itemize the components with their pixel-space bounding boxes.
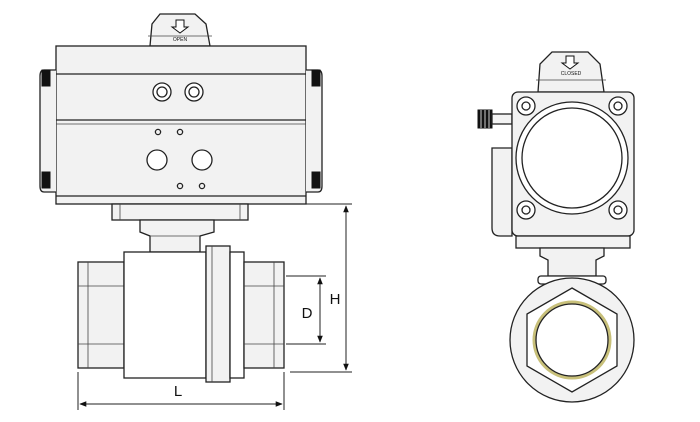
position-indicator-open: OPEN [148, 13, 212, 47]
position-indicator-closed: CLOSED [536, 51, 606, 93]
actuator-body [39, 45, 323, 205]
valve-body [77, 245, 285, 383]
closed-label: CLOSED [561, 71, 582, 77]
mounting-bracket [111, 203, 249, 253]
dimension-l: L [77, 372, 285, 410]
adjust-knob [477, 109, 513, 129]
l-label: L [174, 383, 182, 400]
open-label: OPEN [173, 37, 188, 43]
dimension-d: D [286, 275, 326, 345]
valve-end-view [509, 277, 635, 403]
actuator-end-face [491, 91, 635, 249]
front-view: OPEN [39, 13, 352, 410]
h-label: H [330, 291, 341, 308]
side-view: CLOSED [477, 51, 635, 403]
d-label: D [302, 305, 313, 322]
dimension-h: H [248, 203, 352, 373]
